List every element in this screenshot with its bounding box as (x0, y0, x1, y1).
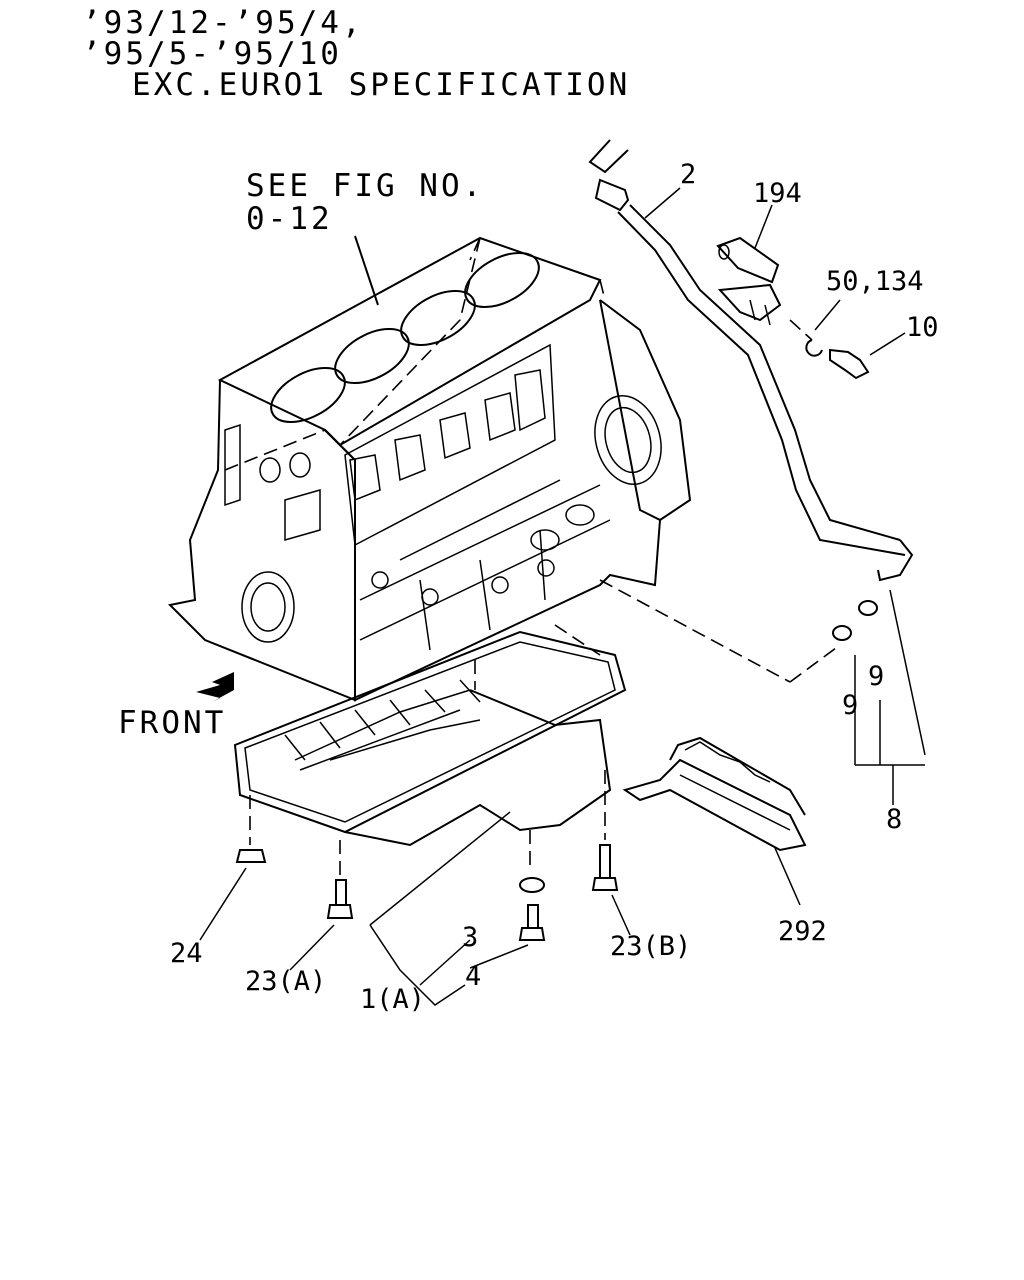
callout-labels: 2 194 50,134 10 9 9 8 292 24 23(A) 23(B)… (170, 159, 939, 1015)
fig-number-label: 0-12 (246, 201, 333, 237)
fastener-drawings (235, 844, 619, 941)
callout-23a: 23(A) (245, 966, 326, 997)
callout-2: 2 (680, 159, 696, 190)
callout-194: 194 (753, 178, 802, 209)
callout-8: 8 (886, 804, 902, 835)
diagram-header: ’93/12-’95/4, ’95/5-’95/10 EXC.EURO1 SPE… (0, 0, 1024, 110)
engine-block-drawing (167, 236, 692, 702)
date-range-line-2: ’95/5-’95/10 (82, 36, 342, 72)
leader-lines (199, 187, 926, 1006)
oil-level-gauge-drawing (588, 139, 914, 683)
callout-23b: 23(B) (610, 931, 691, 962)
oil-pan-drawing (233, 624, 627, 880)
callout-50-134: 50,134 (826, 266, 924, 297)
callout-9-upper: 9 (868, 661, 884, 692)
callout-4: 4 (465, 961, 481, 992)
callout-292: 292 (778, 916, 827, 947)
bracket-194-drawing (716, 236, 780, 284)
date-range-line-1: ’93/12-’95/4, (82, 5, 364, 41)
callout-10: 10 (906, 312, 939, 343)
callout-1a: 1(A) (360, 984, 425, 1015)
callout-24: 24 (170, 938, 203, 969)
callout-3: 3 (462, 922, 478, 953)
bolt-10-drawing (805, 339, 870, 380)
front-direction-arrow: FRONT (118, 672, 234, 741)
see-fig-label: SEE FIG NO. (246, 168, 484, 204)
callout-9-lower: 9 (842, 690, 858, 721)
specification-note: EXC.EURO1 SPECIFICATION (132, 67, 631, 103)
see-figure-note: SEE FIG NO. 0-12 (246, 168, 484, 306)
baffle-292-drawing (622, 736, 807, 852)
front-label: FRONT (118, 705, 226, 741)
